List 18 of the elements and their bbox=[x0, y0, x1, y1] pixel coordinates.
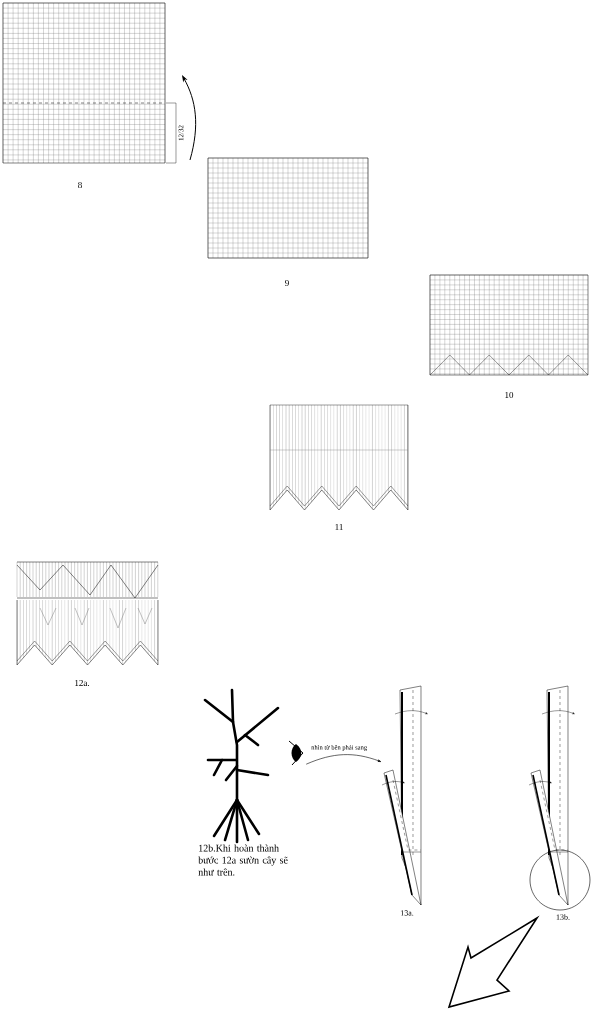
step-number: 12a. bbox=[75, 679, 90, 687]
tree-drawing bbox=[203, 688, 280, 844]
step-number: 9 bbox=[285, 280, 289, 287]
pleat-drawing bbox=[269, 404, 409, 511]
step-number: 10 bbox=[505, 391, 514, 399]
step-number: 13b. bbox=[556, 914, 570, 920]
fold-drawing bbox=[528, 685, 591, 911]
eye-icon bbox=[288, 740, 304, 766]
grid-drawing bbox=[207, 157, 369, 259]
grid-drawing bbox=[2, 2, 166, 164]
step-number: 11 bbox=[335, 524, 343, 530]
pleat-drawing bbox=[16, 561, 159, 666]
grid-drawing bbox=[429, 274, 589, 376]
step-text: 12b.Khi hoàn thành bước 12a sườn cây sẽ như trên. bbox=[198, 844, 288, 876]
arrow bbox=[305, 754, 382, 765]
step-number: 13a. bbox=[400, 910, 414, 916]
step-number: 8 bbox=[78, 181, 82, 189]
fold-drawing bbox=[381, 685, 428, 906]
